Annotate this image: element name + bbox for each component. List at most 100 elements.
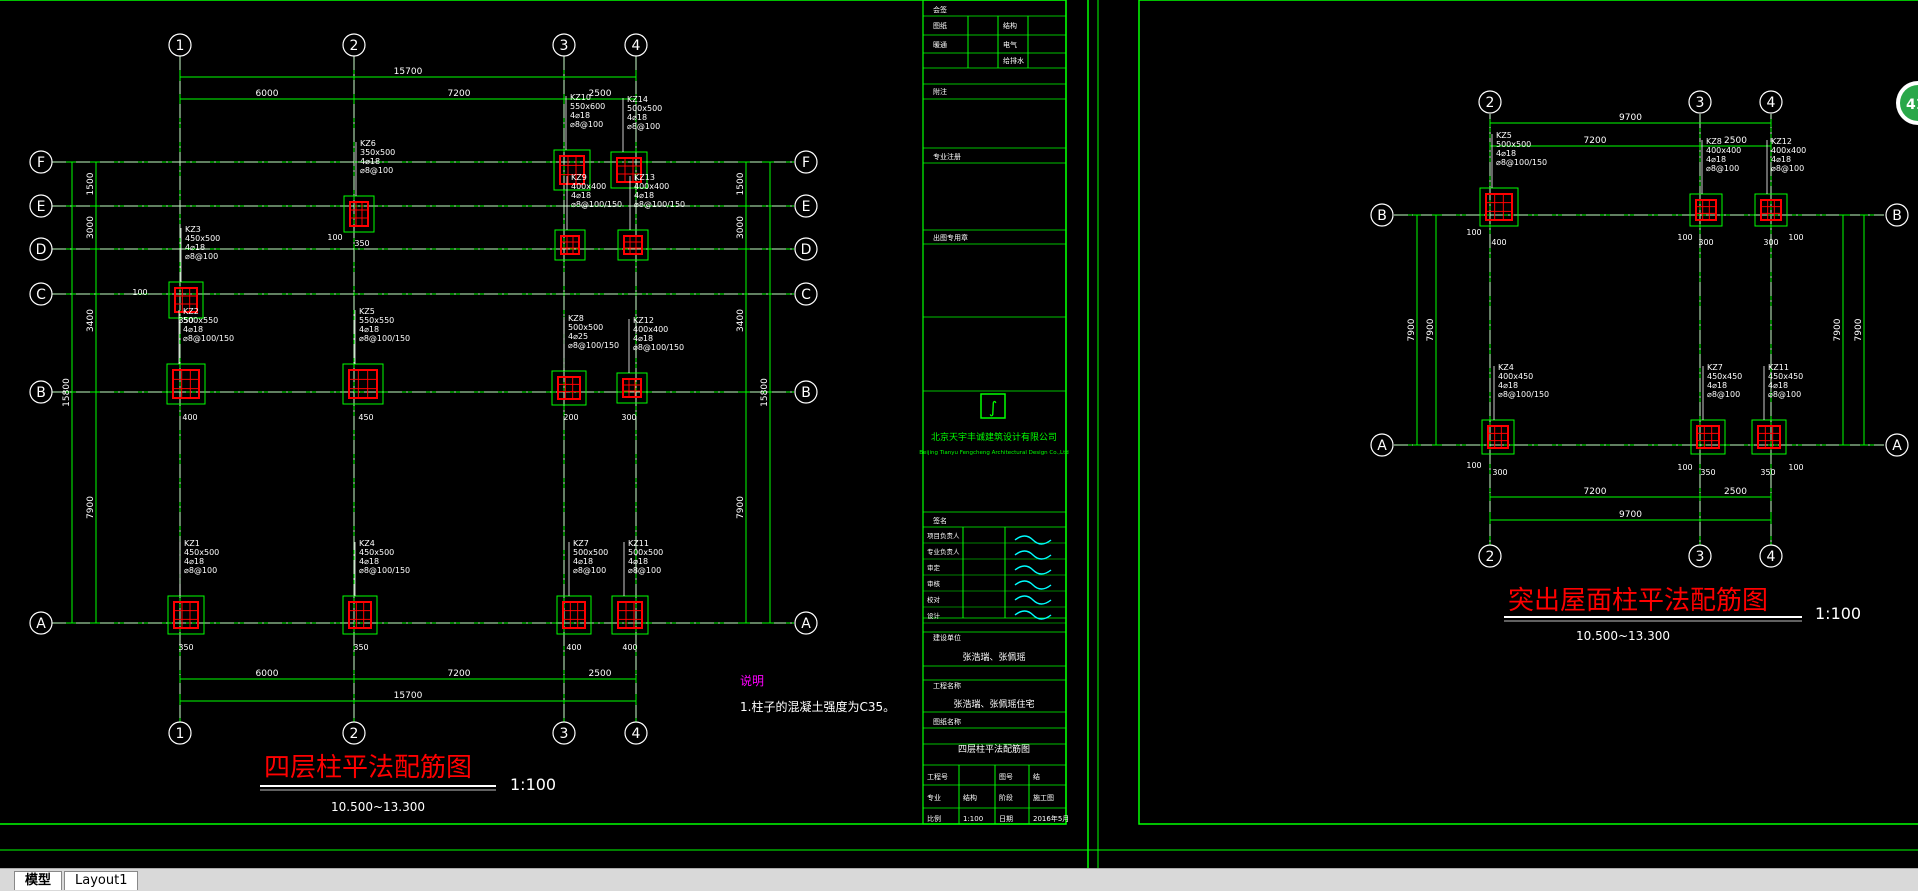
grid-row-bubble-right-circle bbox=[1885, 203, 1909, 227]
tab-layout1[interactable]: Layout1 bbox=[64, 871, 139, 890]
column-kz9-label: 400x400 bbox=[571, 182, 606, 191]
tb-cell: 暖通 bbox=[933, 40, 947, 49]
column-kz2-outline bbox=[166, 363, 206, 405]
grid-col-bubble-top-circle bbox=[1688, 90, 1712, 114]
grid-col-bubble-bottom: 1 bbox=[176, 726, 185, 742]
column-kz12-label: 400x400 bbox=[1771, 146, 1806, 155]
column-kz6-label: 4⌀18 bbox=[360, 157, 380, 166]
column-kz10-label: 4⌀18 bbox=[570, 111, 590, 120]
column-kz10-section bbox=[559, 155, 585, 185]
grid-col-bubble-top-circle bbox=[624, 33, 648, 57]
page-badge[interactable]: 41 bbox=[1896, 81, 1918, 125]
grid-row-bubble-left: D bbox=[36, 242, 47, 258]
column-kz11-label: KZ11 bbox=[628, 539, 649, 548]
grid-col-bubble-top: 4 bbox=[1767, 95, 1776, 111]
column-kz13-label: 4⌀18 bbox=[634, 191, 654, 200]
column-kz4-label: 4⌀18 bbox=[359, 557, 379, 566]
grid-row-bubble-left: E bbox=[37, 199, 46, 215]
column-kz4-label: 4⌀18 bbox=[1498, 381, 1518, 390]
column-kz5-outline bbox=[342, 363, 384, 405]
dim-left: 3400 bbox=[86, 309, 96, 332]
grid-row-bubble-right: B bbox=[801, 385, 811, 401]
grid-row-bubble-right-circle bbox=[794, 194, 818, 218]
column-kz5-label: 500x500 bbox=[1496, 140, 1531, 149]
column-kz4-label: KZ4 bbox=[359, 539, 375, 548]
column-kz8-label: 4⌀25 bbox=[568, 332, 588, 341]
grid-col-bubble-bottom-circle bbox=[552, 721, 576, 745]
tb-info-cell: 工程号 bbox=[927, 772, 948, 781]
grid-col-bubble-bottom-circle bbox=[1688, 544, 1712, 568]
column-kz2-section bbox=[172, 369, 200, 399]
grid-col-bubble-bottom: 4 bbox=[1767, 549, 1776, 565]
column-kz9-label: 4⌀18 bbox=[571, 191, 591, 200]
column-kz5-section bbox=[1485, 193, 1513, 221]
tb-info-cell: 专业 bbox=[927, 793, 941, 802]
column-kz8-label: KZ8 bbox=[568, 314, 584, 323]
dim-total-bottom: 9700 bbox=[1619, 510, 1642, 520]
column-kz8-label: 400x400 bbox=[1706, 146, 1741, 155]
column-kz3-label: 4⌀18 bbox=[185, 243, 205, 252]
column-kz11-section bbox=[1757, 425, 1781, 449]
tb-info-cell: 日期 bbox=[999, 815, 1013, 823]
column-kz3-outline bbox=[168, 281, 204, 319]
column-kz14-section bbox=[616, 157, 642, 183]
signature-mark bbox=[1014, 580, 1052, 590]
column-kz7-label: ⌀8@100 bbox=[1707, 390, 1740, 399]
column-kz5-label: ⌀8@100/150 bbox=[359, 334, 410, 343]
grid-row-bubble-right-circle bbox=[794, 611, 818, 635]
tb-section: 出图专用章 bbox=[933, 233, 968, 242]
tb-info-cell: 比例 bbox=[927, 814, 941, 823]
column-kz6-label: ⌀8@100 bbox=[360, 166, 393, 175]
tb-info-cell: 结 bbox=[1033, 772, 1040, 781]
grid-col-bubble-top-circle bbox=[1759, 90, 1783, 114]
column-kz13-outline bbox=[617, 229, 649, 261]
dim-bottom: 7200 bbox=[448, 669, 471, 679]
column-dim: 450 bbox=[358, 413, 373, 422]
grid-row-bubble-right-circle bbox=[794, 150, 818, 174]
column-kz4-label: ⌀8@100/150 bbox=[1498, 390, 1549, 399]
grid-col-bubble-top: 2 bbox=[350, 38, 359, 54]
tb-drawing: 四层柱平法配筋图 bbox=[958, 743, 1030, 755]
column-kz12-label: 4⌀18 bbox=[1771, 155, 1791, 164]
grid-row-bubble-left: B bbox=[1377, 208, 1387, 224]
grid-row-bubble-right: F bbox=[802, 155, 810, 171]
signature-mark bbox=[1014, 595, 1052, 605]
column-kz11-label: 4⌀18 bbox=[1768, 381, 1788, 390]
column-kz5-label: ⌀8@100/150 bbox=[1496, 158, 1547, 167]
tb-label: 图纸名称 bbox=[933, 717, 961, 726]
column-kz6-section bbox=[349, 201, 369, 227]
grid-col-bubble-top-circle bbox=[342, 33, 366, 57]
column-kz12-label: ⌀8@100 bbox=[1771, 164, 1804, 173]
grid-col-bubble-bottom: 4 bbox=[632, 726, 641, 742]
column-kz7-label: KZ7 bbox=[1707, 363, 1723, 372]
column-kz8-section bbox=[557, 376, 581, 400]
column-kz6-label: 350x500 bbox=[360, 148, 395, 157]
dim-left-total: 15800 bbox=[62, 378, 72, 407]
column-kz9-section bbox=[560, 235, 580, 255]
column-kz3-section bbox=[174, 287, 198, 313]
tb-role: 审定 bbox=[927, 563, 941, 572]
grid-col-bubble-bottom-circle bbox=[624, 721, 648, 745]
grid-row-bubble-left: B bbox=[36, 385, 46, 401]
grid-row-bubble-left-circle bbox=[29, 380, 53, 404]
grid-col-bubble-bottom-circle bbox=[168, 721, 192, 745]
tab-model[interactable]: 模型 bbox=[14, 871, 63, 890]
grid-col-bubble-top-circle bbox=[552, 33, 576, 57]
column-kz8-label: 4⌀18 bbox=[1706, 155, 1726, 164]
tb-section: 专业注册 bbox=[933, 152, 961, 161]
dim-top: 2500 bbox=[589, 89, 612, 99]
grid-col-bubble-bottom-circle bbox=[342, 721, 366, 745]
grid-col-bubble-bottom: 2 bbox=[1486, 549, 1495, 565]
column-kz11-section bbox=[617, 601, 643, 629]
column-dim: 400 bbox=[622, 643, 637, 652]
grid-col-bubble-top-circle bbox=[1478, 90, 1502, 114]
column-kz12-outline bbox=[1754, 193, 1788, 227]
column-kz6-label: KZ6 bbox=[360, 139, 376, 148]
plan1-title: 四层柱平法配筋图 bbox=[264, 753, 472, 783]
column-kz11-label: KZ11 bbox=[1768, 363, 1789, 372]
dim-right: 7900 bbox=[1833, 318, 1843, 341]
column-kz7-section bbox=[562, 601, 586, 629]
grid-row-bubble-left-circle bbox=[29, 611, 53, 635]
